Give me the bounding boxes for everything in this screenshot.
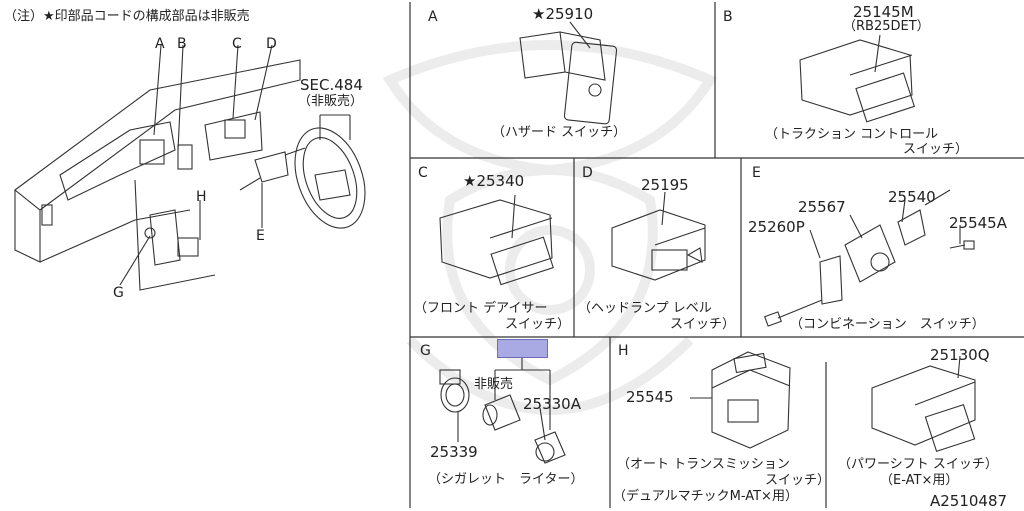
panel-c-letter: C	[418, 165, 428, 181]
panel-e-letter: E	[752, 165, 761, 181]
panel-a-part-no: ★25910	[532, 5, 594, 23]
panel-c-caption-2: スイッチ）	[505, 317, 571, 332]
panel-b-part-no: 25145M	[853, 3, 914, 21]
panel-e-caption: （コンビネーション スイッチ）	[790, 317, 985, 332]
panel-e-part-25545a: 25545A	[949, 214, 1007, 232]
panel-h-part-25130q: 25130Q	[930, 346, 990, 364]
deicer-switch-drawing	[439, 194, 554, 286]
panel-b-variant: （RB25DET）	[843, 19, 930, 34]
header-note: （注）★印部品コードの構成部品は非販売	[4, 9, 250, 24]
panel-h-caption-right-1: （パワーシフト スイッチ）	[838, 457, 998, 472]
panel-h-part-25545: 25545	[626, 388, 674, 406]
panel-d-caption-1: （ヘッドランプ レベル	[578, 301, 712, 316]
sec-label: SEC.484	[300, 76, 363, 94]
panel-a-letter: A	[428, 9, 438, 25]
callout-b: B	[177, 36, 187, 52]
panel-a-caption: （ハザード スイッチ）	[492, 125, 627, 140]
panel-g-not-for-sale: 非販売	[474, 377, 514, 392]
callout-d: D	[266, 36, 277, 52]
combination-switch-drawing	[764, 189, 975, 327]
panel-g-caption: （シガレット ライター）	[428, 472, 584, 487]
panel-d-caption-2: スイッチ）	[670, 317, 736, 332]
panel-d-letter: D	[582, 165, 593, 181]
at-switch-drawing	[690, 351, 791, 449]
panel-c-caption-1: （フロント デアイサー	[414, 301, 548, 316]
panel-d-part-no: 25195	[641, 176, 689, 194]
panel-e-part-25567: 25567	[798, 198, 846, 216]
panel-h-caption-left-1: （オート トランスミッション	[617, 457, 790, 472]
callout-a: A	[155, 36, 165, 52]
panel-b-letter: B	[723, 9, 733, 25]
panel-h-caption-left-3: （デュアルマチックM-AT×用）	[613, 489, 798, 504]
callout-g: G	[113, 285, 124, 301]
panel-h-caption-left-2: スイッチ）	[765, 473, 831, 488]
headlamp-level-switch-drawing	[611, 191, 706, 281]
callout-e: E	[256, 228, 265, 244]
callout-c: C	[232, 36, 242, 52]
panel-b-caption-2: スイッチ）	[903, 142, 969, 157]
cigarette-lighter-drawing	[439, 358, 566, 464]
highlighted-part-label[interactable]	[497, 339, 548, 358]
panel-b-caption-1: （トラクション コントロール	[765, 127, 939, 142]
dashboard-drawing	[14, 44, 366, 291]
diagram-code: A2510487	[930, 492, 1008, 510]
hazard-switch-drawing	[519, 21, 618, 125]
panel-g-letter: G	[420, 343, 431, 359]
traction-switch-drawing	[799, 34, 916, 123]
sec-note: （非販売）	[298, 94, 364, 109]
panel-g-part-25339: 25339	[430, 443, 478, 461]
panel-e-part-25260p: 25260P	[748, 218, 805, 236]
panel-g-part-25330a: 25330A	[523, 395, 581, 413]
panel-h-caption-right-2: （E-AT×用）	[880, 473, 959, 488]
callout-h: H	[196, 189, 207, 205]
panel-e-part-25540: 25540	[888, 188, 936, 206]
panel-c-part-no: ★25340	[463, 172, 525, 190]
power-shift-switch-drawing	[871, 355, 976, 452]
panel-h-letter: H	[618, 343, 629, 359]
